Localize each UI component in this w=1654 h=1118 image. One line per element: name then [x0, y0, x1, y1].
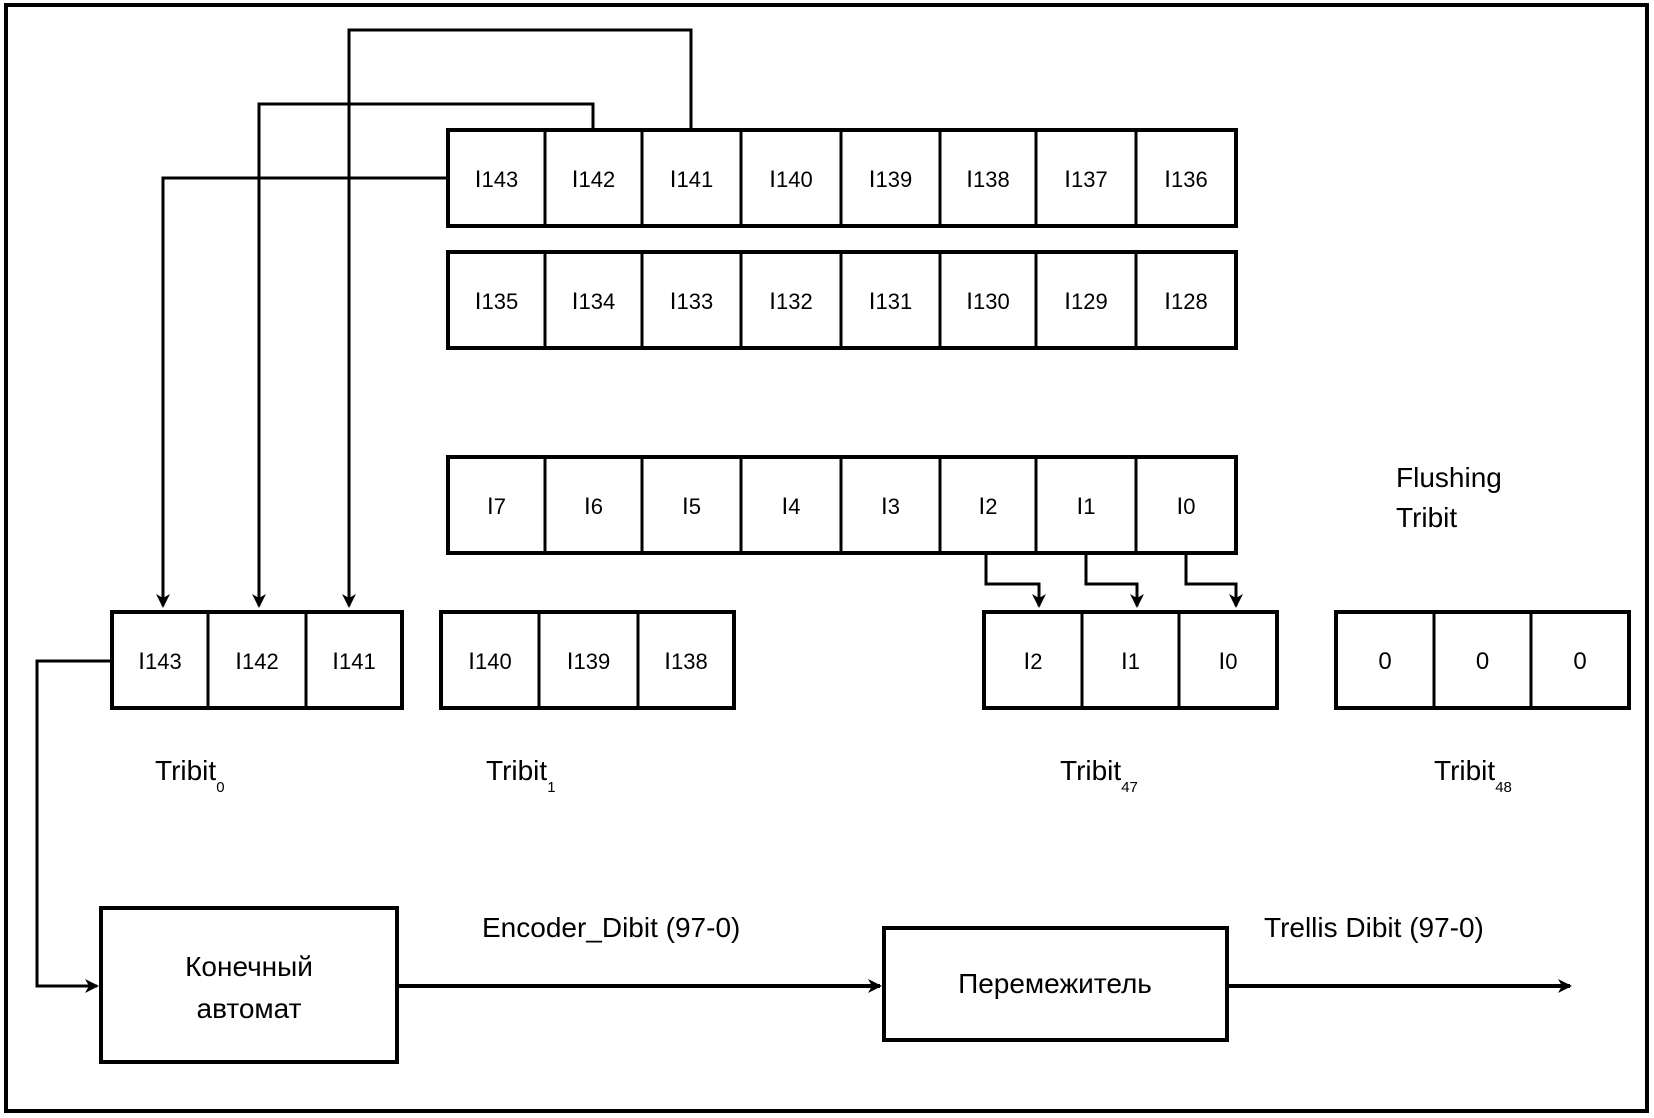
register-cell: I135 [475, 288, 518, 315]
tribit-cell: 0 [1573, 648, 1586, 675]
register-cell: I138 [966, 166, 1009, 193]
tribit-cell: I139 [567, 648, 610, 675]
tribit-frame [439, 610, 736, 710]
register-cell: I140 [769, 166, 812, 193]
tribit-frame [1334, 610, 1631, 710]
tribit-cell: I141 [332, 648, 375, 675]
tribit-label: Tribit1 [486, 755, 556, 796]
tribit-cell: I0 [1219, 648, 1238, 675]
row-second: I135 I134 I133 I132 I131 I130 I129 I128 [446, 250, 1238, 350]
wire-i2-to-tribit47 [984, 553, 1046, 608]
register-cell: I3 [881, 493, 900, 520]
register-cell: I0 [1177, 493, 1196, 520]
register-cell: I143 [475, 166, 518, 193]
connection-lines [156, 28, 1243, 608]
tribit0-to-fsm-arrow [35, 659, 112, 993]
wire-i142-to-tribit0 [252, 102, 595, 608]
register-cell: I128 [1164, 288, 1207, 315]
outer-frame [4, 3, 1649, 1113]
register-cell: I139 [869, 166, 912, 193]
register-cell: I131 [869, 288, 912, 315]
register-cell: I137 [1064, 166, 1107, 193]
register-cell: I6 [584, 493, 603, 520]
register-cell: I130 [966, 288, 1009, 315]
register-cell: I4 [782, 493, 801, 520]
wire-i0-to-tribit47 [1184, 553, 1243, 608]
encoder-dibit-signal-label: Encoder_Dibit (97-0) [482, 912, 740, 943]
flushing-label-line1: Flushing [1396, 462, 1502, 493]
wire-i1-to-tribit47 [1084, 553, 1144, 608]
register-cell: I132 [769, 288, 812, 315]
tribit-label: Tribit47 [1060, 755, 1138, 796]
tribit-cell: I138 [664, 648, 707, 675]
register-cell: I129 [1064, 288, 1107, 315]
register-cell: I1 [1077, 493, 1096, 520]
tribit-cell: I140 [468, 648, 511, 675]
register-cell: I5 [682, 493, 701, 520]
register-cell: I2 [979, 493, 998, 520]
tribit-cell: 0 [1476, 648, 1489, 675]
register-cell: I142 [572, 166, 615, 193]
fsm-block-label-line2: автомат [197, 993, 302, 1024]
tribit-cell: 0 [1378, 648, 1391, 675]
row-last: I7 I6 I5 I4 I3 I2 I1 I0 [446, 455, 1238, 555]
register-cell: I7 [487, 493, 506, 520]
flushing-label-line2: Tribit [1396, 502, 1457, 533]
tribit-frame [110, 610, 404, 710]
wire-i143-to-tribit0 [156, 176, 448, 608]
tribit-cell: I143 [138, 648, 181, 675]
register-cell: I134 [572, 288, 615, 315]
wire-i141-to-tribit0 [342, 28, 693, 608]
tribit-label: Tribit48 [1434, 755, 1512, 796]
register-cell: I136 [1164, 166, 1207, 193]
fsm-block-label-line1: Конечный [185, 951, 313, 982]
row-top: I143 I142 I141 I140 I139 I138 I137 I136 [446, 128, 1238, 228]
interleaver-block-label: Перемежитель [958, 968, 1152, 999]
tribit-label: Tribit0 [155, 755, 225, 796]
tribit-cell: I142 [235, 648, 278, 675]
tribit-cell: I1 [1121, 648, 1140, 675]
tribit-cell: I2 [1024, 648, 1043, 675]
fsm-block [99, 906, 399, 1064]
trellis-dibit-signal-label: Trellis Dibit (97-0) [1264, 912, 1484, 943]
tribit-frame [982, 610, 1279, 710]
register-cell: I141 [670, 166, 713, 193]
register-cell: I133 [670, 288, 713, 315]
